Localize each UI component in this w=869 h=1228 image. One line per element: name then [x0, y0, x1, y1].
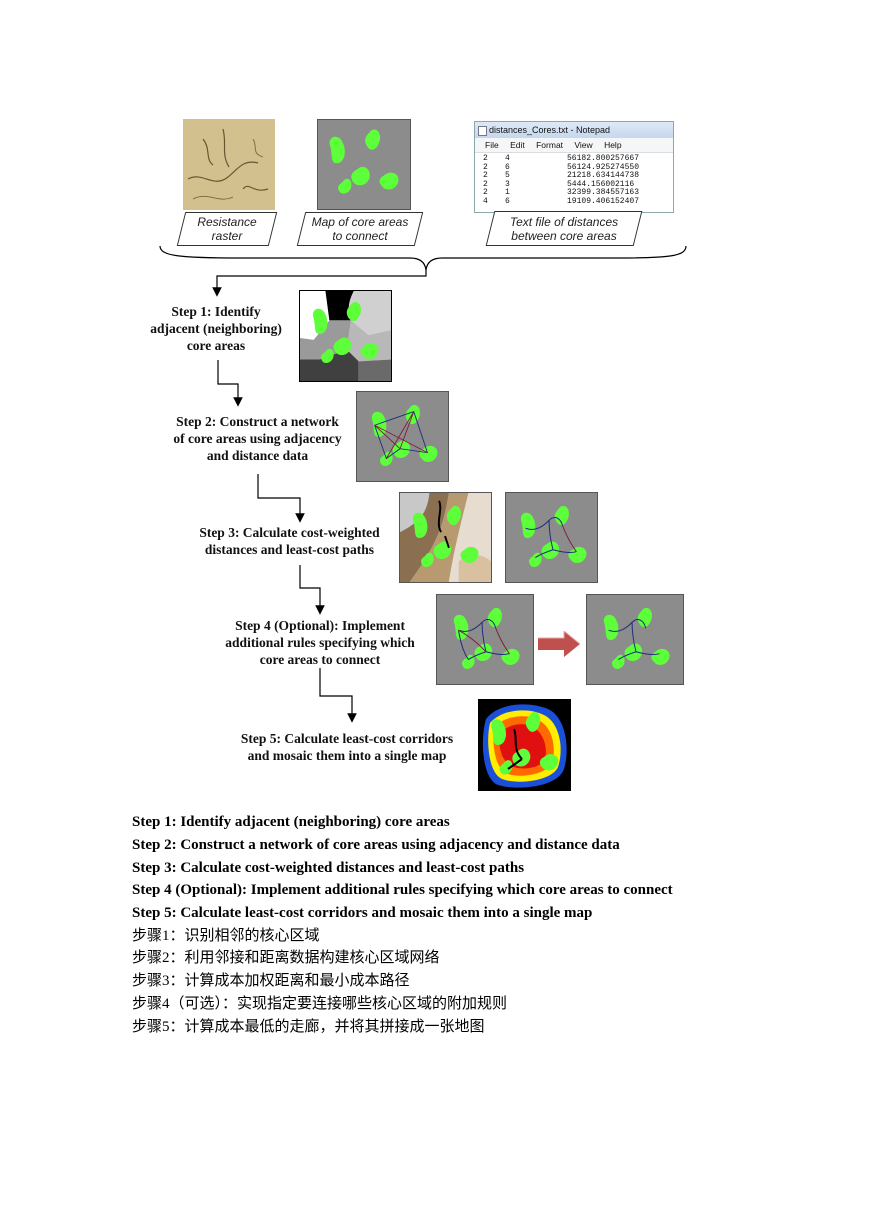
caption-cn-step-2: 步骤2：利用邻接和距离数据构建核心区域网络: [132, 950, 440, 966]
menu-view[interactable]: View: [574, 140, 593, 150]
caption-cn-step-4: 步骤4（可选）：实现指定要连接哪些核心区域的附加规则: [132, 996, 508, 1012]
distances-notepad-window: distances_Cores.txt - Notepad File Edit …: [474, 121, 674, 213]
caption-en-step-5: Step 5: Calculate least-cost corridors a…: [132, 905, 593, 921]
caption-en-step-2: Step 2: Construct a network of core area…: [132, 837, 620, 853]
step-1-adjacency-image: [299, 290, 392, 382]
caption-cn-step-3: 步骤3：计算成本加权距离和最小成本路径: [132, 973, 410, 989]
notepad-title: distances_Cores.txt - Notepad: [475, 122, 673, 138]
resistance-raster-image: [183, 119, 275, 210]
step-5-corridor-mosaic-image: [478, 699, 571, 791]
step-4-after-image: [586, 594, 684, 685]
step-3-least-cost-paths-image: [505, 492, 598, 583]
menu-edit[interactable]: Edit: [510, 140, 525, 150]
caption-cn-step-5: 步骤5：计算成本最低的走廊，并将其拼接成一张地图: [132, 1019, 485, 1035]
core-areas-map-image: [317, 119, 411, 210]
menu-file[interactable]: File: [485, 140, 499, 150]
caption-en-step-1: Step 1: Identify adjacent (neighboring) …: [132, 814, 450, 830]
step-2-network-image: [356, 391, 449, 482]
step-4-before-image: [436, 594, 534, 685]
caption-en-step-3: Step 3: Calculate cost-weighted distance…: [132, 860, 525, 876]
caption-cn-step-1: 步骤1：识别相邻的核心区域: [132, 928, 320, 944]
notepad-menu: File Edit Format View Help: [475, 138, 673, 153]
caption-en-step-4: Step 4 (Optional): Implement additional …: [132, 882, 673, 898]
step-3-cost-distance-image: [399, 492, 492, 583]
transform-arrow-icon: [538, 631, 580, 657]
menu-help[interactable]: Help: [604, 140, 622, 150]
menu-format[interactable]: Format: [536, 140, 564, 150]
input-brace: [159, 245, 687, 271]
flow-connectors: [159, 245, 687, 723]
